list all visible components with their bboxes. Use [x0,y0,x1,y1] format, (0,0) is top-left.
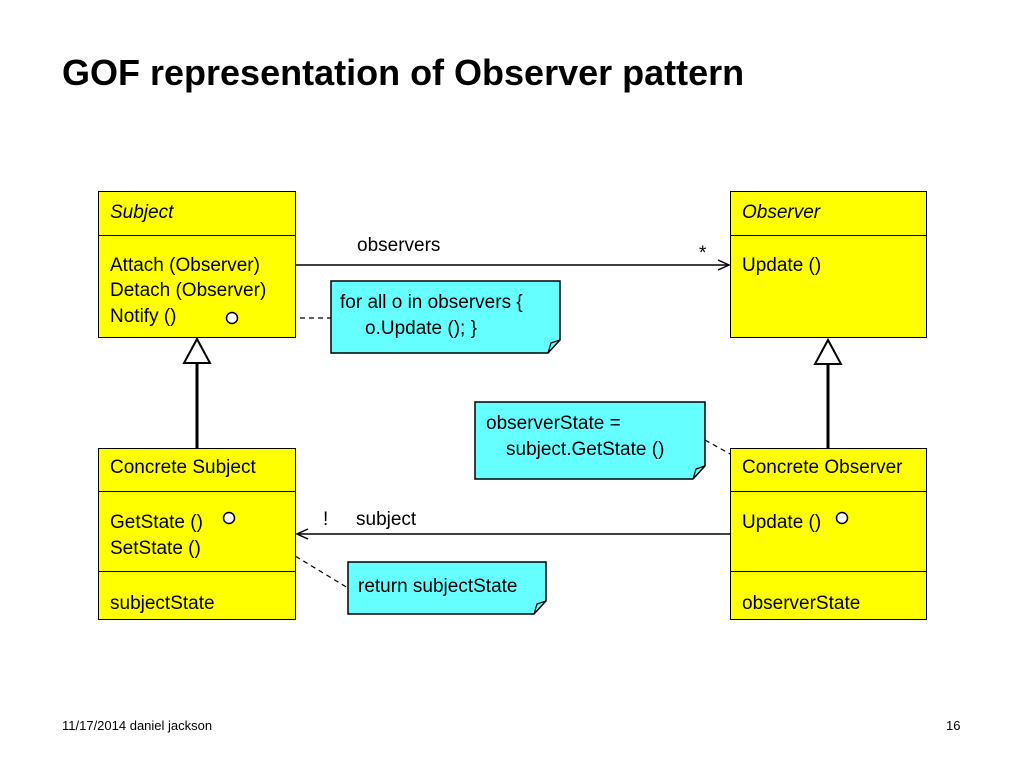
subject-op-attach: Attach (Observer) [110,255,260,276]
concrete-subject-class: Concrete Subject GetState () SetState ()… [98,448,296,620]
subject-role-label: subject [356,509,417,530]
note-notify-shape [330,280,561,354]
note-update-fold [692,465,706,480]
footer-date-author: 11/17/2014 daniel jackson [62,718,213,733]
notify-anchor-circle [225,311,239,325]
concrete-subject-op-setstate: SetState () [110,538,201,559]
concrete-subject-op-getstate: GetState () [110,512,203,533]
concrete-observer-op-update: Update () [742,512,822,533]
concrete-observer-attributes-section [731,571,926,572]
observer-class-name: Observer [742,202,821,223]
notify-note-line-2: o.Update (); } [365,318,477,339]
concrete-observer-operations-section [731,491,926,492]
note-getstate-shape [347,561,547,615]
notify-note-line-1: for all o in observers { [340,292,523,313]
observers-arrowhead [717,259,731,271]
concrete-observer-class-name: Concrete Observer [742,457,903,478]
update-note-line-2: subject.GetState () [506,439,665,460]
concrete-subject-attributes-section [99,571,295,572]
observers-multiplicity: * [699,243,707,264]
concrete-subject-attr-subjectstate: subjectState [110,593,215,614]
subject-op-notify: Notify () [110,306,177,327]
getstate-anchor-circle [222,511,236,525]
observer-generalization-triangle [813,337,843,365]
subject-multiplicity: ! [323,509,329,530]
getstate-note-line-1: return subjectState [358,576,518,597]
subject-generalization-triangle [182,336,212,364]
subject-operations-section [99,235,295,340]
note-update-shape [474,401,706,480]
slide-title: GOF representation of Observer pattern [62,52,745,93]
concrete-observer-class: Concrete Observer Update () observerStat… [730,448,927,620]
observers-role-label: observers [357,235,441,256]
subject-op-detach: Detach (Observer) [110,280,267,301]
update-anchor-circle [835,511,849,525]
subject-class: Subject Attach (Observer) Detach (Observ… [98,191,296,338]
note-getstate-fold [533,600,547,615]
subject-arrowhead [295,528,309,540]
update-note-line-1: observerState = [486,413,621,434]
subject-class-name: Subject [110,202,174,223]
note-notify-fold [547,339,561,354]
concrete-subject-class-name: Concrete Subject [110,457,256,478]
observer-class: Observer Update () [730,191,927,338]
observer-operations-section [731,235,926,340]
concrete-observer-attr-observerstate: observerState [742,593,861,614]
observer-op-update: Update () [742,255,822,276]
footer-page-number: 16 [946,718,961,733]
concrete-subject-operations-section [99,491,295,492]
